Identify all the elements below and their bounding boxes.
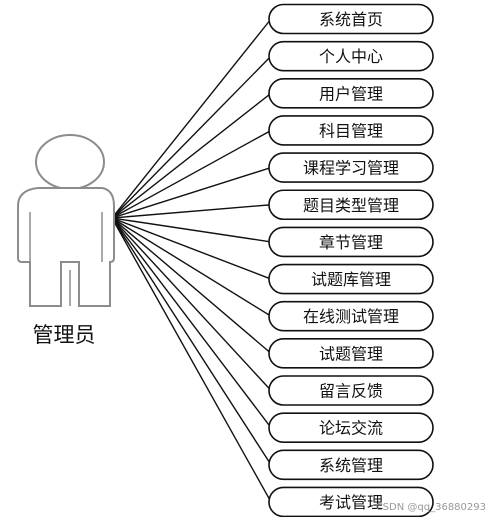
- association-line: [111, 217, 272, 429]
- use-case-ellipse: [268, 412, 434, 443]
- association-line: [111, 217, 272, 280]
- association-line: [111, 129, 272, 219]
- use-case-ellipse: [268, 300, 434, 332]
- use-case-ellipse: [268, 449, 434, 481]
- actor-body: [17, 187, 115, 307]
- association-line: [111, 217, 272, 503]
- association-lines: [111, 18, 272, 503]
- use-case-label: 在线测试管理: [303, 307, 399, 326]
- association-line: [111, 217, 272, 243]
- use-case-ellipse: [268, 338, 434, 369]
- use-case-label: 系统首页: [319, 10, 383, 29]
- association-line: [111, 217, 272, 354]
- use-case-label: 课程学习管理: [303, 159, 399, 178]
- association-line: [111, 204, 272, 219]
- association-line: [111, 217, 272, 391]
- use-case-label: 论坛交流: [319, 419, 383, 438]
- use-case-label: 个人中心: [319, 47, 383, 66]
- use-case-item: 系统管理: [268, 449, 434, 481]
- use-case-ellipse: [268, 3, 434, 35]
- use-case-ellipse: [268, 226, 434, 258]
- use-case-item: 课程学习管理: [268, 152, 434, 183]
- use-case-label: 试题管理: [319, 344, 383, 363]
- association-line: [111, 18, 272, 219]
- use-case-item: 系统首页: [268, 3, 434, 35]
- use-case-item: 试题管理: [268, 338, 434, 369]
- use-case-item: 科目管理: [268, 115, 434, 146]
- use-case-label: 试题库管理: [311, 270, 391, 289]
- use-case-ellipse: [268, 78, 434, 109]
- use-case-item: 题目类型管理: [268, 189, 434, 221]
- use-case-label: 科目管理: [319, 121, 383, 140]
- use-case-item: 在线测试管理: [268, 300, 434, 332]
- use-case-item: 考试管理: [268, 486, 434, 517]
- use-case-ellipse: [268, 189, 434, 221]
- use-case-ellipse: [268, 486, 434, 517]
- use-case-item: 个人中心: [268, 40, 434, 72]
- use-case-item: 试题库管理: [268, 263, 434, 295]
- use-case-ellipse: [268, 115, 434, 146]
- use-case-label: 用户管理: [319, 84, 383, 103]
- association-line: [111, 92, 272, 219]
- use-case-label: 题目类型管理: [303, 196, 399, 215]
- use-case-label: 考试管理: [319, 493, 383, 512]
- use-case-label: 系统管理: [319, 456, 383, 475]
- use-case-item: 留言反馈: [268, 375, 434, 406]
- association-line: [111, 217, 272, 466]
- association-line: [111, 55, 272, 219]
- use-case-ellipse: [268, 375, 434, 406]
- actor-head: [35, 134, 105, 190]
- use-case-ellipse: [268, 40, 434, 72]
- use-case-list: 系统首页个人中心用户管理科目管理课程学习管理题目类型管理章节管理试题库管理在线测…: [268, 3, 434, 517]
- actor-label: 管理员: [33, 323, 96, 347]
- use-case-label: 留言反馈: [319, 382, 383, 401]
- use-case-ellipse: [268, 263, 434, 295]
- association-line: [111, 217, 272, 317]
- association-line: [111, 166, 272, 219]
- use-case-item: 章节管理: [268, 226, 434, 258]
- use-case-label: 章节管理: [319, 233, 383, 252]
- actor-figure: [17, 134, 115, 307]
- use-case-item: 用户管理: [268, 78, 434, 109]
- watermark: CSDN @qq_36880293: [376, 502, 486, 513]
- use-case-ellipse: [268, 152, 434, 183]
- use-case-item: 论坛交流: [268, 412, 434, 443]
